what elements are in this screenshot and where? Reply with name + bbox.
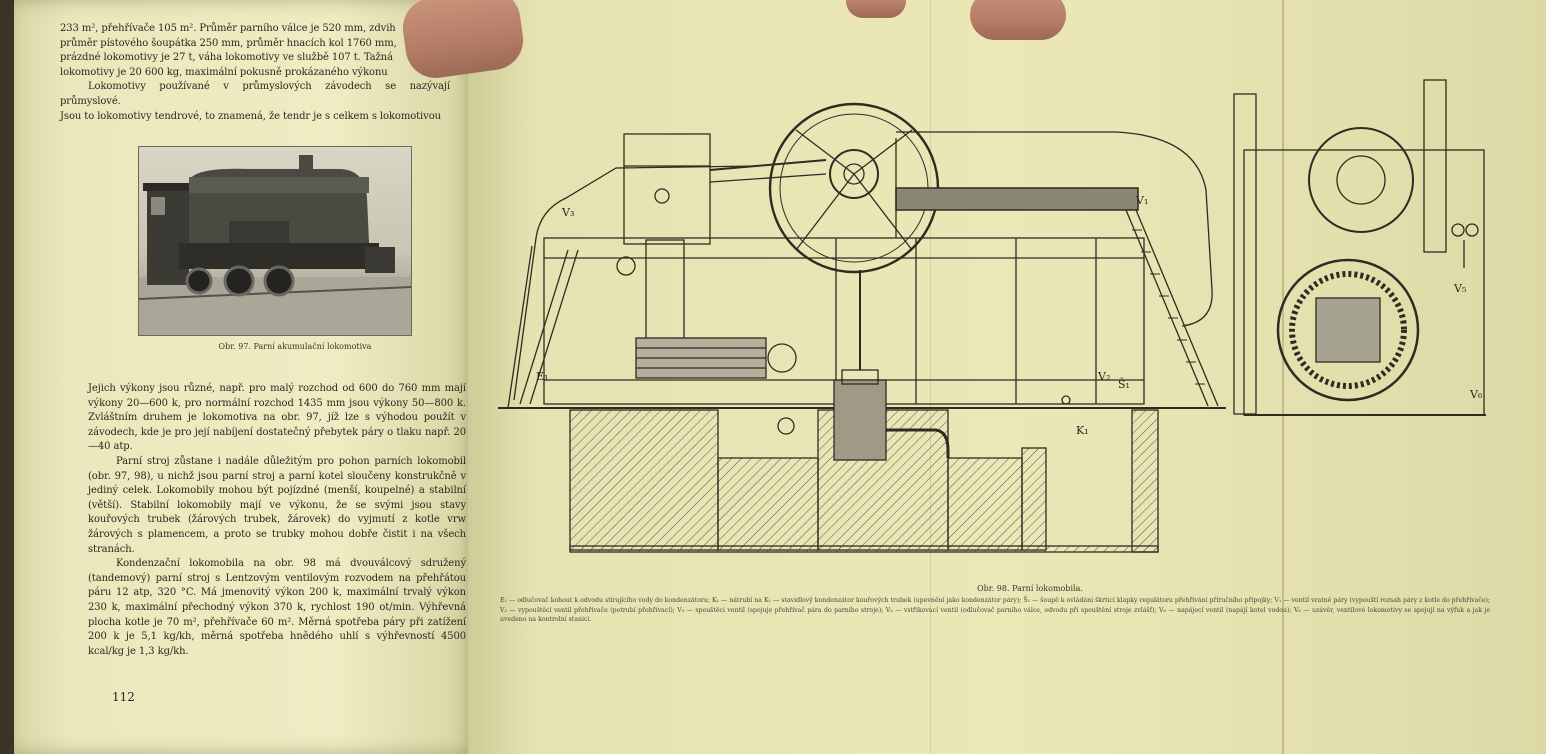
label-v3: V₃: [561, 206, 574, 219]
locomotive-photo-image: [139, 155, 411, 335]
text-line: Jsou to lokomotivy tendrové, to znamená,…: [60, 110, 441, 122]
label-s1: Š₁: [1118, 377, 1130, 391]
locomobile-drawing: V₃ V₁ E₁ V₂ Š₁ K₁ V₅ V₆: [498, 79, 1486, 553]
label-v2: V₂: [1097, 370, 1110, 383]
locomotive-photo: [138, 146, 412, 336]
text-line: průměr pístového šoupátka 250 mm, průměr…: [60, 37, 397, 49]
page-number: 112: [112, 690, 135, 704]
text-line: prázdné lokomotivy je 27 t, váha lokomot…: [60, 52, 393, 64]
left-body-text: Jejich výkony jsou různé, např. pro malý…: [88, 382, 466, 659]
text-line: Lokomotivy používané v průmyslových závo…: [60, 81, 450, 107]
page-fold: [930, 0, 931, 754]
figure-legend: E₁ — odlučovač kohout k odvodu stírající…: [500, 597, 1490, 623]
label-v6: V₆: [1469, 388, 1483, 401]
label-v1: V₁: [1135, 194, 1148, 207]
page-fold: [1282, 0, 1284, 754]
paragraph: Jejich výkony jsou různé, např. pro malý…: [88, 383, 466, 453]
finger: [846, 0, 906, 18]
finger: [970, 0, 1066, 40]
label-k1: K₁: [1076, 424, 1089, 437]
figure-caption: Obr. 98. Parní lokomobila.: [977, 584, 1083, 593]
paragraph: Parní stroj zůstane i nadále důležitým p…: [88, 455, 466, 555]
paragraph: Kondenzační lokomobila na obr. 98 má dvo…: [88, 558, 466, 657]
text-line: 233 m², přehřívače 105 m². Průměr parníh…: [60, 23, 396, 34]
left-top-text: 233 m², přehřívače 105 m². Průměr parníh…: [60, 22, 450, 124]
label-e1: E₁: [536, 370, 548, 383]
label-v5: V₅: [1453, 282, 1466, 295]
photo-caption: Obr. 97. Parní akumulační lokomotiva: [218, 342, 372, 351]
text-line: lokomotivy je 20 600 kg, maximální pokus…: [60, 66, 388, 78]
left-page: [14, 0, 476, 754]
